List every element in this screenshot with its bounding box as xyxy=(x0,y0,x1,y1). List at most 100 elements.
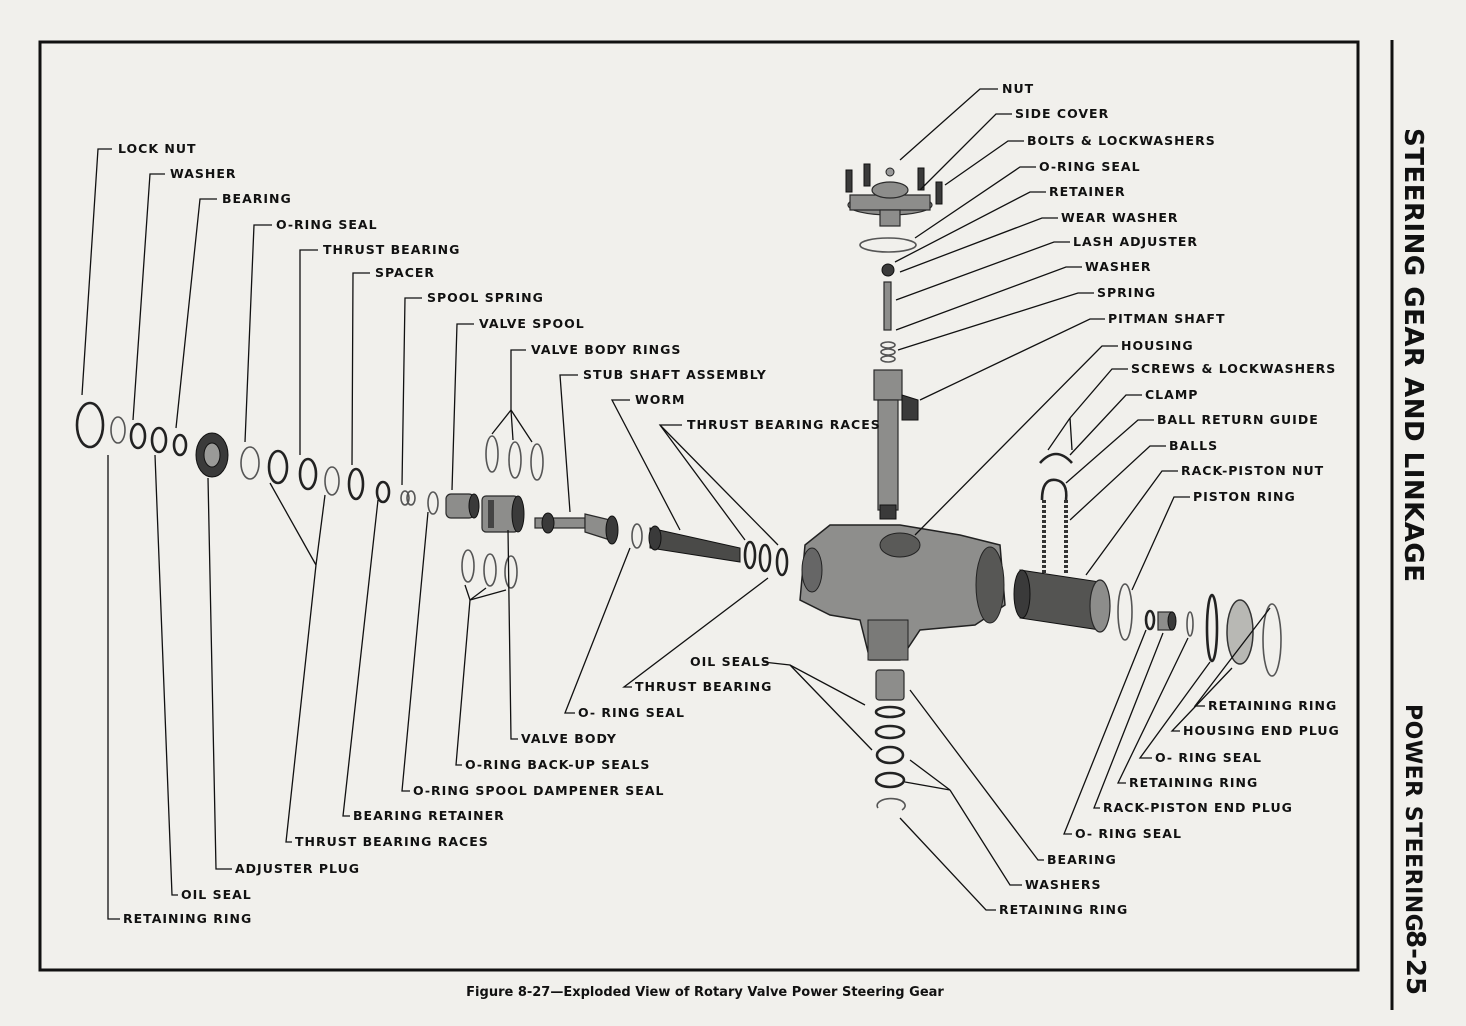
piston-ring-part xyxy=(1117,583,1133,641)
label-retaining-ring-bottom: RETAINING RING xyxy=(999,902,1128,917)
lock-nut-part xyxy=(75,401,105,449)
label-worm: WORM xyxy=(635,392,685,407)
label-spring: SPRING xyxy=(1097,285,1156,300)
label-pitman-shaft: PITMAN SHAFT xyxy=(1108,311,1225,326)
leader-lines xyxy=(81,88,1271,920)
housing-part xyxy=(799,524,1006,661)
retainer-part xyxy=(881,263,895,277)
label-housing-end-plug: HOUSING END PLUG xyxy=(1183,723,1340,738)
label-adjuster-plug: ADJUSTER PLUG xyxy=(235,861,360,876)
cover-bolts-part xyxy=(845,163,943,205)
adjuster-plug-part xyxy=(195,432,229,478)
ball-return-guide-part xyxy=(1040,478,1068,501)
label-o-ring-backup-seals: O-RING BACK-UP SEALS xyxy=(465,757,650,772)
subsection-title: POWER STEERING xyxy=(1400,704,1425,933)
label-o-ring-spool-dampener-seal: O-RING SPOOL DAMPENER SEAL xyxy=(413,783,664,798)
label-rack-piston-nut: RACK-PISTON NUT xyxy=(1181,463,1324,478)
label-oil-seals: OIL SEALS xyxy=(690,654,771,669)
label-valve-body: VALVE BODY xyxy=(521,731,617,746)
bearing-retainer-part xyxy=(375,480,391,504)
label-balls: BALLS xyxy=(1169,438,1218,453)
label-screws-lockwashers: SCREWS & LOCKWASHERS xyxy=(1131,361,1336,376)
page-number: 8-25 xyxy=(1400,930,1430,996)
o-ring-seal-mid-part xyxy=(631,523,643,549)
spring-part xyxy=(880,341,896,363)
label-retaining-ring-end: RETAINING RING xyxy=(1208,698,1337,713)
figure-frame xyxy=(38,40,1360,972)
o-ring-part xyxy=(172,433,188,457)
o-ring-end-part xyxy=(1205,593,1219,663)
bearing-part xyxy=(129,422,147,450)
label-thrust-bearing-top: THRUST BEARING xyxy=(323,242,460,257)
thrust-bearing-part xyxy=(267,449,289,485)
label-washer-left: WASHER xyxy=(170,166,237,181)
rack-piston-nut-part xyxy=(1013,569,1111,633)
label-o-ring-seal-top-left: O-RING SEAL xyxy=(276,217,378,232)
label-retaining-ring-piston: RETAINING RING xyxy=(1129,775,1258,790)
thrust-race-2 xyxy=(324,466,340,496)
label-washers-bottom: WASHERS xyxy=(1025,877,1102,892)
figure-caption: Figure 8-27—Exploded View of Rotary Valv… xyxy=(466,985,944,1000)
label-o-ring-seal-piston: O- RING SEAL xyxy=(1075,826,1182,841)
oil-seal-part xyxy=(150,426,168,454)
label-stub-shaft-assembly: STUB SHAFT ASSEMBLY xyxy=(583,367,767,382)
label-bearing-left: BEARING xyxy=(222,191,292,206)
oil-seal-bottom-1 xyxy=(874,705,906,719)
label-washer-right: WASHER xyxy=(1085,259,1152,274)
retaining-ring-piston-part xyxy=(1186,611,1194,637)
label-lash-adjuster: LASH ADJUSTER xyxy=(1073,234,1198,249)
label-oil-seal: OIL SEAL xyxy=(181,887,252,902)
label-spacer: SPACER xyxy=(375,265,435,280)
label-side-cover: SIDE COVER xyxy=(1015,106,1109,121)
clamp-part xyxy=(1039,452,1073,464)
valve-body-rings-part xyxy=(485,435,544,481)
label-thrust-bearing-races-bottom: THRUST BEARING RACES xyxy=(295,834,489,849)
valve-body-part xyxy=(481,495,525,533)
label-bolts-lockwashers: BOLTS & LOCKWASHERS xyxy=(1027,133,1216,148)
label-bearing-bottom: BEARING xyxy=(1047,852,1117,867)
o-ring-piston-part xyxy=(1144,609,1156,631)
washer-bottom-1 xyxy=(875,745,905,765)
label-lock-nut: LOCK NUT xyxy=(118,141,197,156)
label-thrust-bearing-mid: THRUST BEARING xyxy=(635,679,772,694)
worm-part xyxy=(648,525,741,563)
label-wear-washer: WEAR WASHER xyxy=(1061,210,1179,225)
cover-o-ring-part xyxy=(859,237,917,253)
valve-spool-part xyxy=(445,493,480,519)
label-rack-piston-end-plug: RACK-PISTON END PLUG xyxy=(1103,800,1293,815)
pitman-shaft-part xyxy=(873,369,919,520)
washer-bottom-2 xyxy=(874,771,906,789)
spacer-part xyxy=(347,467,365,501)
spool-spring-part xyxy=(400,490,416,506)
label-o-ring-seal-cover: O-RING SEAL xyxy=(1039,159,1141,174)
retaining-ring-bottom-part xyxy=(876,797,906,811)
label-valve-spool: VALVE SPOOL xyxy=(479,316,585,331)
label-ball-return-guide: BALL RETURN GUIDE xyxy=(1157,412,1319,427)
section-title: STEERING GEAR AND LINKAGE xyxy=(1398,128,1428,583)
label-thrust-bearing-races-top: THRUST BEARING RACES xyxy=(687,417,881,432)
label-retaining-ring-left: RETAINING RING xyxy=(123,911,252,926)
o-ring-backup-seals-part xyxy=(461,549,518,589)
bearing-bottom-part xyxy=(875,669,905,701)
label-clamp: CLAMP xyxy=(1145,387,1198,402)
label-valve-body-rings: VALVE BODY RINGS xyxy=(531,342,681,357)
callout-labels: LOCK NUT WASHER BEARING O-RING SEAL THRU… xyxy=(118,81,1340,926)
retaining-ring-end-part xyxy=(1262,603,1282,677)
label-o-ring-seal-mid: O- RING SEAL xyxy=(578,705,685,720)
label-retainer: RETAINER xyxy=(1049,184,1126,199)
o-ring-seal-part xyxy=(240,446,260,480)
label-spool-spring: SPOOL SPRING xyxy=(427,290,544,305)
balls-part xyxy=(1042,500,1068,575)
label-piston-ring: PISTON RING xyxy=(1193,489,1296,504)
stub-shaft-part xyxy=(534,512,619,545)
dampener-seal-part xyxy=(427,491,439,515)
thrust-bearing-races-right-part xyxy=(743,540,789,577)
left-parts xyxy=(75,401,789,589)
washer-part xyxy=(110,416,126,444)
label-nut: NUT xyxy=(1002,81,1034,96)
housing-end-plug-part xyxy=(1226,599,1254,665)
label-housing: HOUSING xyxy=(1121,338,1194,353)
rack-piston-end-plug-part xyxy=(1157,611,1177,631)
label-bearing-retainer: BEARING RETAINER xyxy=(353,808,505,823)
